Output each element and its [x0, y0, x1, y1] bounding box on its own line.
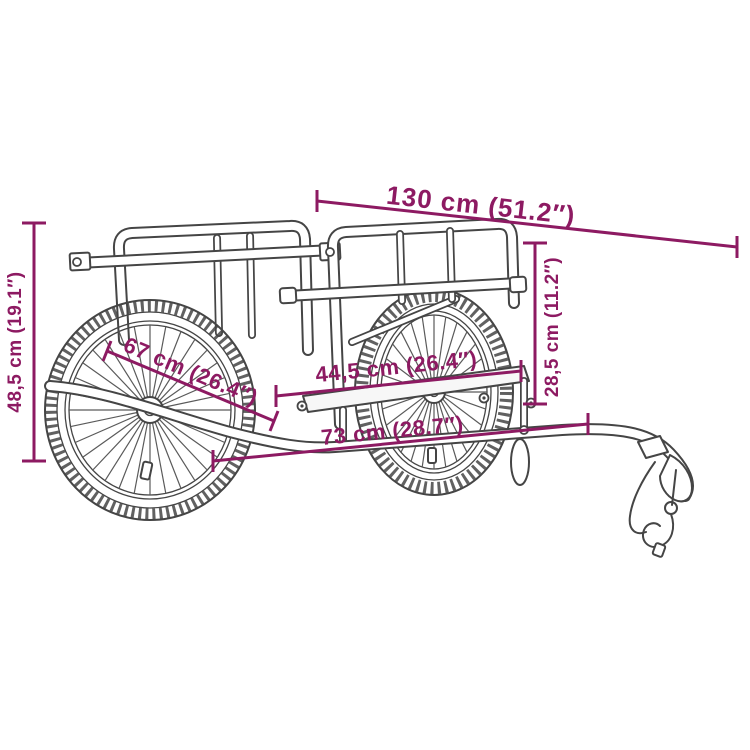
trailer-drawing [44, 224, 693, 558]
right-reflector [427, 447, 437, 464]
hook-end [651, 542, 667, 558]
dimension-side-height: 28,5 cm (11.2″) [523, 241, 563, 406]
dimension-line [212, 422, 589, 463]
left-rim [64, 320, 236, 500]
left-reflector [139, 460, 154, 481]
hitch-clamp [637, 435, 669, 459]
hitch-ring [664, 501, 678, 515]
left-tire-inner [56, 311, 244, 509]
hitch-hook [642, 513, 675, 548]
hitch-pin [671, 469, 677, 506]
dimension-line [316, 199, 738, 249]
right-panel-and-bed [278, 224, 530, 486]
dimension-overall-length: 130 cm (51.2″) [315, 180, 739, 258]
left-tire-outer [44, 299, 256, 521]
dimension-label-side-height: 28,5 cm (11.2″) [542, 257, 563, 397]
dimension-line [106, 349, 275, 423]
dimension-tick [268, 410, 280, 432]
dimension-line [275, 369, 522, 398]
hitch-assembly [628, 435, 693, 558]
dimension-overall-height: 48,5 cm (19.1″) [5, 221, 46, 463]
mid-rail-cap-left [278, 286, 298, 305]
dimension-label-overall-height: 48,5 cm (19.1″) [5, 271, 26, 412]
mid-rail-cap-right [508, 275, 528, 294]
dimension-tick [101, 340, 113, 362]
right-tire-tread [356, 290, 512, 494]
mud-flap [510, 438, 530, 486]
safety-strap [628, 461, 656, 535]
